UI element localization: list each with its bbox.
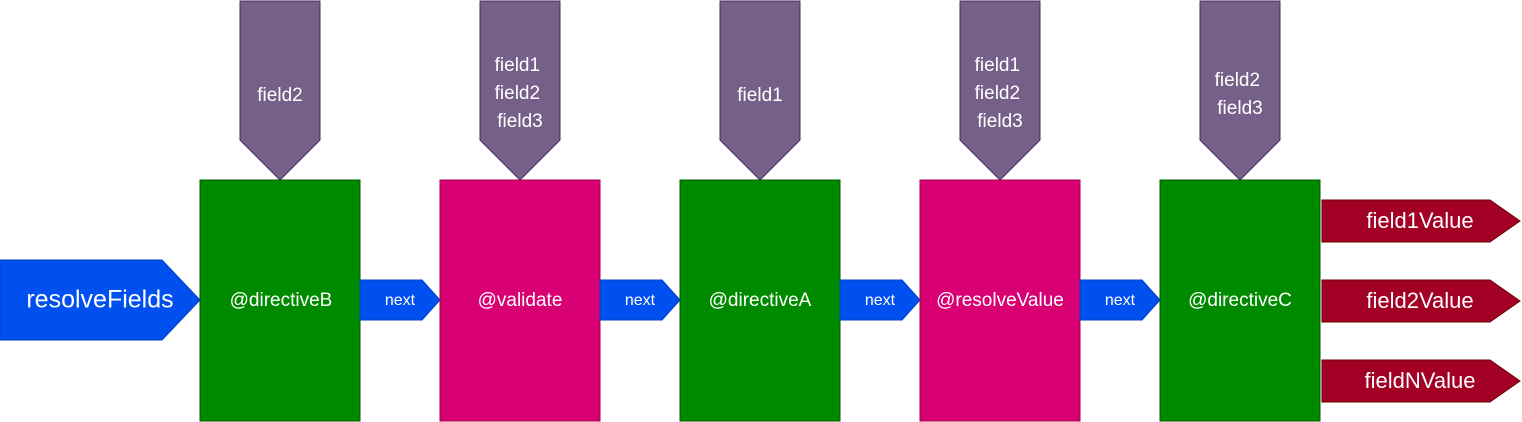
field-tag-2-field-2: field2 xyxy=(495,83,540,104)
next-arrow-4-shape xyxy=(1079,279,1161,321)
directive-1: field2 @directiveB xyxy=(199,0,361,422)
output-arrow-2-label: field2Value xyxy=(1366,288,1473,313)
output-arrow-3-label: fieldNValue xyxy=(1365,368,1476,393)
next-arrow-1: next xyxy=(359,279,441,321)
field-tag-1 xyxy=(239,0,321,181)
directive-box-3 xyxy=(679,179,841,422)
field-tag-4-field-2: field2 xyxy=(975,83,1020,104)
field-tag-5 xyxy=(1199,0,1281,181)
next-arrow-3-label: next xyxy=(865,292,896,309)
output-arrow-1-shape xyxy=(1321,199,1521,243)
directive-box-4 xyxy=(919,179,1081,422)
directive-box-1 xyxy=(199,179,361,422)
field-tag-2-field-1: field1 xyxy=(495,55,540,76)
next-arrow-3-shape xyxy=(839,279,921,321)
field-tag-2 xyxy=(479,0,561,181)
field-tag-2-field-3: field3 xyxy=(497,111,542,132)
directive-box-5 xyxy=(1159,179,1321,422)
field-tag-4 xyxy=(959,0,1041,181)
output-arrow-1-label: field1Value xyxy=(1366,208,1473,233)
output-arrow-3: fieldNValue xyxy=(1321,359,1521,403)
directive-box-1-label: @directiveB xyxy=(230,290,333,311)
next-arrow-2-shape xyxy=(599,279,681,321)
output-arrow-2: field2Value xyxy=(1321,279,1521,323)
directive-box-2-label: @validate xyxy=(478,290,563,311)
next-arrow-4: next xyxy=(1079,279,1161,321)
directive-box-3-label: @directiveA xyxy=(709,290,812,311)
next-arrow-1-shape xyxy=(359,279,441,321)
directive-5: field2 field3 @directiveC xyxy=(1159,0,1321,422)
field-tag-3-label: field1 xyxy=(737,85,782,106)
field-tag-3-field-1: field1 xyxy=(737,85,782,106)
directive-box-2 xyxy=(439,179,601,422)
field-tag-1-field-1: field2 xyxy=(257,85,302,106)
next-arrow-1-label: next xyxy=(385,292,416,309)
field-tag-2-label: field1 field2 field3 xyxy=(495,55,546,132)
field-tag-5-label: field2 field3 xyxy=(1215,70,1266,119)
next-arrow-3: next xyxy=(839,279,921,321)
field-tag-5-field-1: field2 xyxy=(1215,70,1260,91)
next-arrow-2: next xyxy=(599,279,681,321)
directive-3: field1 @directiveA xyxy=(679,0,841,422)
output-arrow-2-shape xyxy=(1321,279,1521,323)
field-tag-4-field-1: field1 xyxy=(975,55,1020,76)
field-tag-4-field-3: field3 xyxy=(977,111,1022,132)
field-tag-4-label: field1 field2 field3 xyxy=(975,55,1026,132)
entry-arrow-label: resolveFields xyxy=(26,286,173,314)
field-tag-5-field-2: field3 xyxy=(1217,98,1262,119)
next-arrow-4-label: next xyxy=(1105,292,1136,309)
field-tag-1-label: field2 xyxy=(257,85,302,106)
directive-box-5-label: @directiveC xyxy=(1188,290,1292,311)
entry-arrow: resolveFields xyxy=(0,259,201,341)
directive-box-4-label: @resolveValue xyxy=(936,290,1064,311)
directive-2: field1 field2 field3 @validate xyxy=(439,0,601,422)
output-arrow-1: field1Value xyxy=(1321,199,1521,243)
field-tag-3 xyxy=(719,0,801,181)
directive-4: field1 field2 field3 @resolveValue xyxy=(919,0,1081,422)
entry-arrow-shape xyxy=(0,259,201,341)
next-arrow-2-label: next xyxy=(625,292,656,309)
output-arrow-3-shape xyxy=(1321,359,1521,403)
